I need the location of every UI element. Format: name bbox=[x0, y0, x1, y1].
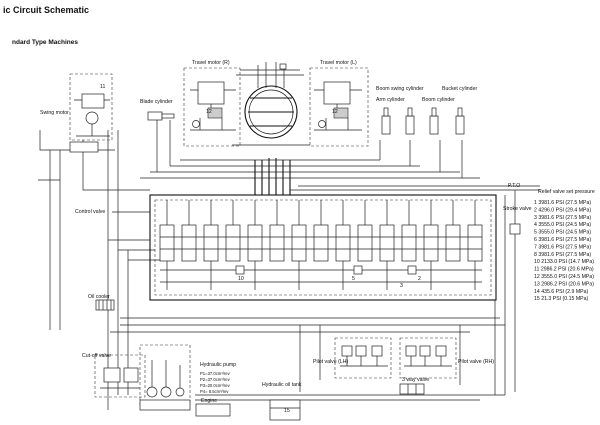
oil-cooler: Oil cooler bbox=[88, 294, 115, 311]
relief-row-10: 10 2133.0 PSI (14.7 MPa) bbox=[534, 259, 594, 265]
control-valve: 10 5 3 2 bbox=[149, 194, 497, 301]
hydraulic-oil-tank: Hydraulic oil tank 15 bbox=[262, 382, 302, 421]
page-title: ic Circuit Schematic bbox=[3, 5, 89, 15]
relief-row-7: 7 3981.6 PSI (27.5 MPa) bbox=[534, 244, 591, 250]
three-way-valve: 3 way valve bbox=[399, 377, 429, 395]
blade-cylinder-label: Blade cylinder bbox=[140, 99, 173, 105]
pilot-valve-lh: Pilot valve (LH) bbox=[313, 337, 392, 379]
pump-spec-3: P3=20.0cm³/rev bbox=[200, 383, 231, 388]
relief-row-15: 15 21.3 PSI (0.15 MPa) bbox=[534, 296, 588, 302]
relief-row-4: 4 3555.0 PSI (24.5 MPa) bbox=[534, 222, 591, 228]
hydraulic-oil-tank-label: Hydraulic oil tank bbox=[262, 382, 302, 388]
oil-cooler-label: Oil cooler bbox=[88, 294, 110, 300]
hydraulic-pump: Hydraulic pump P1=37.0cm³/rev P2=37.0cm³… bbox=[139, 344, 236, 411]
travel-motor-r-label: Travel motor (R) bbox=[192, 60, 230, 66]
three-way-valve-label: 3 way valve bbox=[402, 377, 429, 383]
node-15: 15 bbox=[284, 408, 290, 414]
valve-spools bbox=[159, 224, 483, 262]
cut-off-valve-label: Cut-off valve bbox=[82, 353, 111, 359]
boom-cylinder-label: Boom cylinder bbox=[422, 97, 455, 103]
page-subtitle: ndard Type Machines bbox=[12, 39, 78, 46]
stroke-valve bbox=[509, 223, 521, 235]
relief-row-11: 11 2986.2 PSI (20.6 MPa) bbox=[534, 267, 594, 273]
relief-row-8: 8 3981.6 PSI (27.5 MPa) bbox=[534, 252, 591, 258]
cut-off-valve: Cut-off valve bbox=[82, 353, 146, 398]
node-10: 10 bbox=[238, 276, 244, 282]
relief-row-14: 14 435.6 PSI (2.9 MPa) bbox=[534, 289, 588, 295]
engine-label: Engine bbox=[201, 398, 217, 404]
travel-motor-r: 12 Travel motor (R) bbox=[183, 60, 241, 147]
relief-table: Relief valve set pressure 1 3981.6 PSI (… bbox=[534, 189, 595, 302]
stroke-valve-label: Stroke valve bbox=[503, 206, 532, 212]
engine: Engine bbox=[195, 398, 231, 417]
swing-motor: 11 Swing motor bbox=[40, 73, 113, 141]
center-rotary-joint bbox=[244, 62, 298, 139]
swing-brake-block bbox=[69, 141, 99, 153]
boom-swing-cylinder-label: Boom swing cylinder bbox=[376, 86, 424, 92]
node-11: 11 bbox=[100, 84, 105, 90]
bucket-cylinder-label: Bucket cylinder bbox=[442, 86, 477, 92]
relief-row-6: 6 3981.6 PSI (27.5 MPa) bbox=[534, 237, 591, 243]
hydraulic-pump-label: Hydraulic pump bbox=[200, 362, 236, 368]
pilot-valve-rh-label: Pilot valve (RH) bbox=[458, 359, 494, 365]
travel-motor-l-label: Travel motor (L) bbox=[320, 60, 357, 66]
travel-motor-l: 12 Travel motor (L) bbox=[309, 60, 369, 147]
swing-motor-label: Swing motor bbox=[40, 110, 69, 116]
arm-cylinder-label: Arm cylinder bbox=[376, 97, 405, 103]
relief-row-1: 1 3981.6 PSI (27.5 MPa) bbox=[534, 200, 591, 206]
pto-label: P.T.O bbox=[508, 183, 520, 189]
pump-spec-2: P2=37.0cm³/rev bbox=[200, 377, 231, 382]
node-2: 2 bbox=[418, 276, 421, 282]
cylinder-group: Boom swing cylinder Bucket cylinder Arm … bbox=[376, 86, 477, 135]
relief-row-2: 2 4296.0 PSI (29.4 MPa) bbox=[534, 207, 591, 213]
relief-table-title: Relief valve set pressure bbox=[538, 189, 595, 195]
blade-cylinder: Blade cylinder bbox=[140, 99, 175, 121]
pilot-valve-rh: Pilot valve (RH) bbox=[399, 337, 494, 379]
pump-spec-4: P4= 8.5cm³/rev bbox=[200, 389, 229, 394]
node-12a: 12 bbox=[206, 109, 212, 115]
relief-row-13: 13 2986.2 PSI (20.6 MPa) bbox=[534, 281, 594, 287]
pilot-valve-lh-label: Pilot valve (LH) bbox=[313, 359, 348, 365]
node-3: 3 bbox=[400, 283, 403, 289]
node-12b: 12 bbox=[332, 109, 338, 115]
control-valve-label: Control valve bbox=[75, 209, 105, 215]
node-5: 5 bbox=[352, 276, 355, 282]
relief-row-12: 12 3555.0 PSI (24.5 MPa) bbox=[534, 274, 594, 280]
pump-spec-1: P1=37.0cm³/rev bbox=[200, 371, 231, 376]
main-hydraulic-lines bbox=[38, 69, 540, 410]
relief-row-3: 3 3981.6 PSI (27.5 MPa) bbox=[534, 215, 591, 221]
relief-row-5: 5 3555.0 PSI (24.5 MPa) bbox=[534, 230, 591, 236]
